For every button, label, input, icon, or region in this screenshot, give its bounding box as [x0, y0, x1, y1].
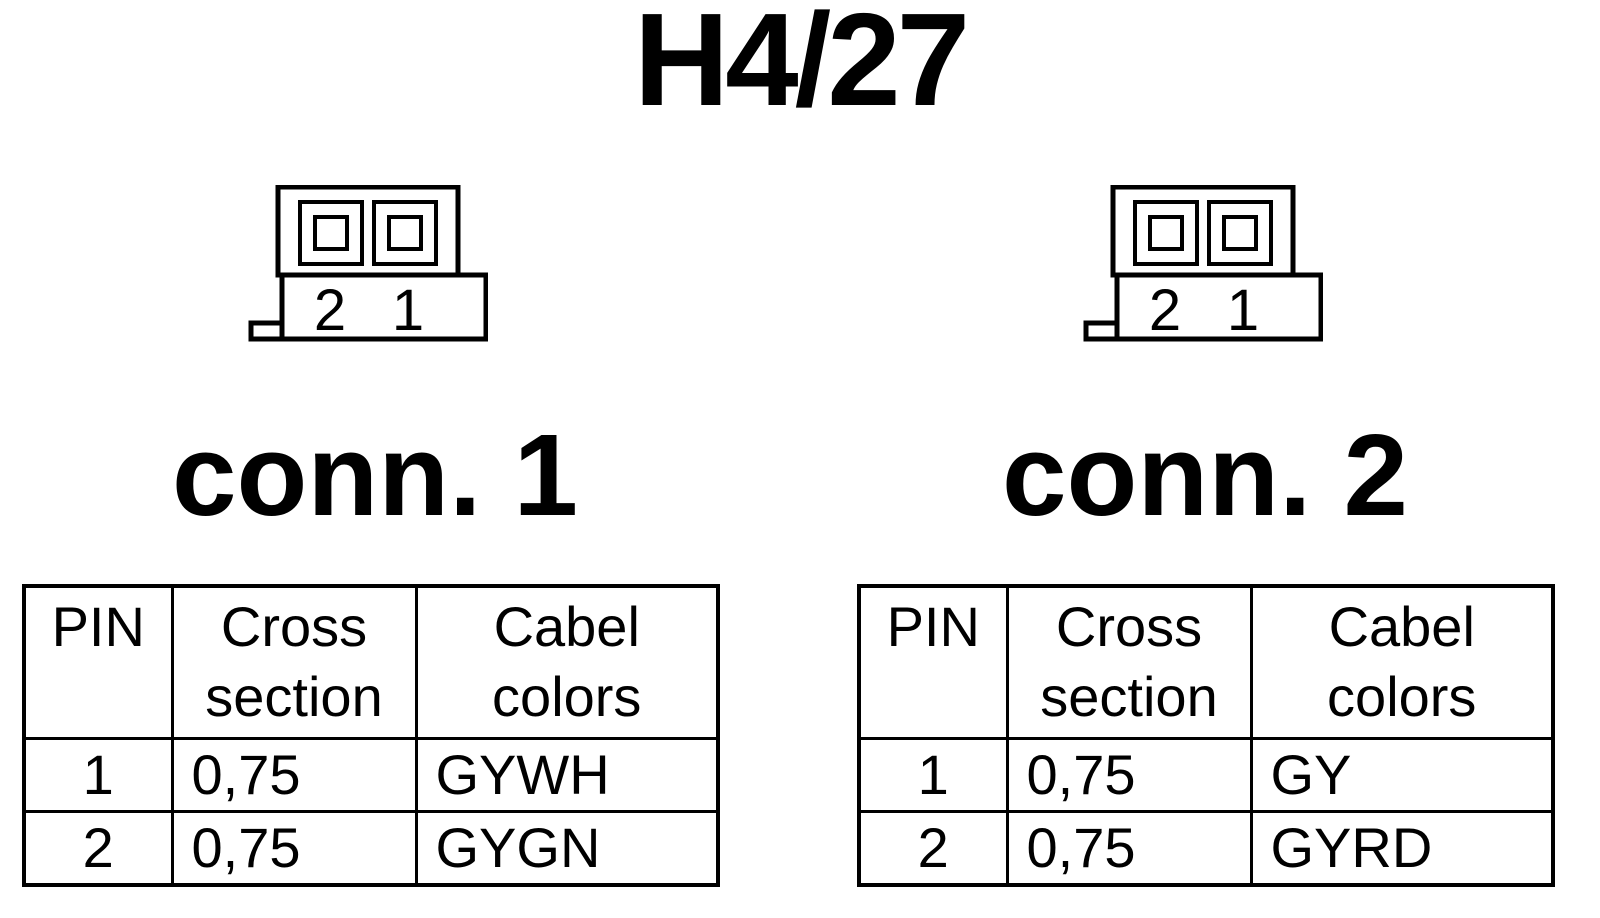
- header-pin: PIN: [22, 584, 174, 740]
- pin-label-2: 2: [1149, 278, 1181, 343]
- cable-color-cell: GYGN: [414, 810, 720, 887]
- connector-2-drawing: 2 1: [1083, 185, 1323, 345]
- table-row: 1 0,75 GY: [857, 737, 1555, 813]
- pin-cavity-1: [1207, 200, 1273, 266]
- connector-2-label: conn. 2: [1002, 410, 1409, 540]
- cross-section-cell: 0,75: [170, 737, 418, 813]
- cross-section-cell: 0,75: [170, 810, 418, 887]
- connector-base: [279, 272, 488, 342]
- table-row: 1 0,75 GYWH: [22, 737, 720, 813]
- pin-contact-1: [387, 215, 423, 251]
- cable-color-cell: GY: [1249, 737, 1555, 813]
- pin-contact-2: [1148, 215, 1184, 251]
- pin-cell: 2: [22, 810, 174, 887]
- connector-base: [1114, 272, 1323, 342]
- pin-cavity-1: [372, 200, 438, 266]
- cross-section-cell: 0,75: [1005, 737, 1253, 813]
- pin-cavity-2: [298, 200, 364, 266]
- pin-label-1: 1: [392, 278, 424, 343]
- table-row: 2 0,75 GYGN: [22, 810, 720, 887]
- cable-color-cell: GYWH: [414, 737, 720, 813]
- cable-color-cell: GYRD: [1249, 810, 1555, 887]
- pin-cell: 1: [22, 737, 174, 813]
- pin-cavity-2: [1133, 200, 1199, 266]
- pin-cell: 1: [857, 737, 1009, 813]
- pin-label-1: 1: [1227, 278, 1259, 343]
- connector-1-drawing: 2 1: [248, 185, 488, 345]
- pin-cell: 2: [857, 810, 1009, 887]
- pin-contact-2: [313, 215, 349, 251]
- pin-label-2: 2: [314, 278, 346, 343]
- connector-latch: [1083, 320, 1120, 342]
- connector-1-label: conn. 1: [172, 410, 579, 540]
- cross-section-cell: 0,75: [1005, 810, 1253, 887]
- table-row: 2 0,75 GYRD: [857, 810, 1555, 887]
- diagram-title: H4/27: [633, 0, 970, 133]
- connector-latch: [248, 320, 285, 342]
- header-pin: PIN: [857, 584, 1009, 740]
- pin-contact-1: [1222, 215, 1258, 251]
